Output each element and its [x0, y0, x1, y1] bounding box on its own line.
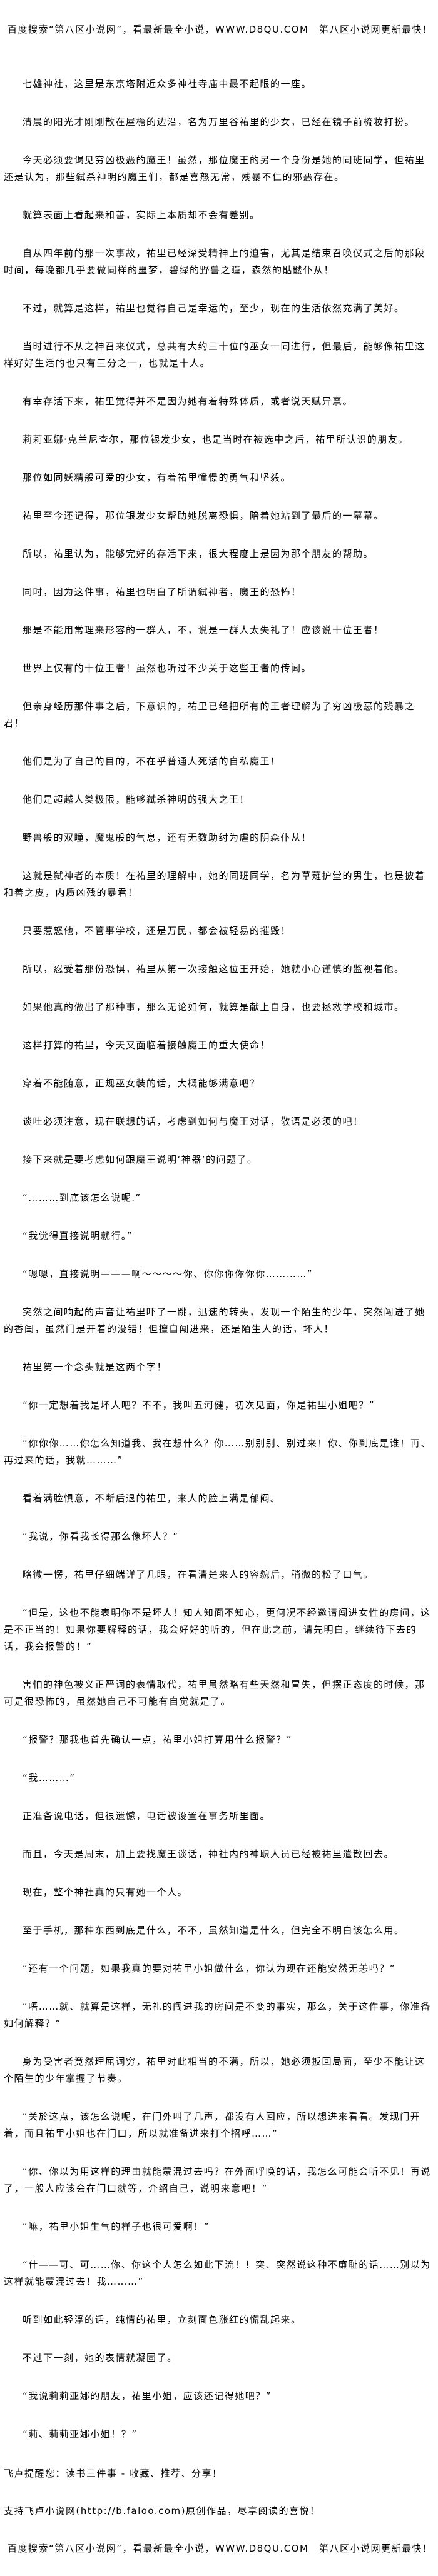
paragraph: 这就是弑神者的本质！在祐里的理解中，她的同班同学，名为草薙护堂的男生，也是披着和… [4, 870, 425, 898]
paragraph: 祐里第一个念头就是这两个字！ [23, 1361, 168, 1373]
paragraph: 不过，就算是这样，祐里也觉得自己是幸运的，至少，现在的生活依然充满了美好。 [23, 303, 405, 314]
paragraph: 正准备说电话，但很遗憾，电话被设置在事务所里面。 [23, 1810, 271, 1822]
paragraph: “还有一个问题，如果我真的要对祐里小姐做什么，你认为现在还能安然无恙吗？” [23, 1963, 396, 1974]
paragraph: 接下来就是要考虑如何跟魔王说明‘神器’的问题了。 [23, 1154, 258, 1165]
paragraph: 自从四年前的那一次事故，祐里已经深受精神上的迫害，尤其是结束召唤仪式之后的那段时… [4, 248, 425, 276]
paragraph: “唔……就、就算是这样，无礼的闯进我的房间是不变的事实，那么，关于这件事，你准备… [4, 2001, 431, 2029]
chapter-body: 七雄神社，这里是东京塔附近众多神社寺庙中最不起眼的一座。清晨的阳光才刚刚散在屋檐… [4, 76, 433, 2443]
paragraph: “你、你以为用这样的理由就能蒙混过去吗？在外面呼唤的话，我怎么可能会听不见！再说… [4, 2166, 431, 2194]
site-ad-banner-bottom: 百度搜索“第八区小说网”，看最新最全小说，WWW.D8QU.COM 第八区小说网… [8, 2543, 433, 2554]
paragraph: 有幸存活下来，祐里觉得并不是因为她有着特殊体质，或者说天赋异禀。 [23, 396, 354, 407]
paragraph: 至于手机，那种东西到底是什么，不不，虽然知道是什么，但完全不明白该怎么用。 [23, 1925, 405, 1936]
paragraph: 所以，祐里认为，能够完好的存活下来，很大程度上是因为那个朋友的帮助。 [23, 548, 374, 559]
paragraph: 他们是超越人类极限，能够弑杀神明的强大之王！ [23, 794, 250, 805]
paragraph: “你你你……你怎么知道我、我在想什么？你……别别别、别过来！你、你到底是谁！再、… [4, 1438, 431, 1466]
paragraph: “莉、莉莉亚娜小姐！？” [23, 2428, 138, 2440]
paragraph: 看着满脸惧意，不断后退的祐里，来人的脸上满是郁闷。 [23, 1493, 281, 1504]
paragraph: 现在，整个神社真的只有她一个人。 [23, 1887, 188, 1898]
paragraph: 所以，忍受着那份恐惧，祐里从第一次接触这位王开始，她就小心谨慎的监视着他。 [23, 963, 405, 975]
paragraph: “什——可、可……你、你这个人怎么如此下流！！突、突然说这种不廉耻的话……别以为… [4, 2259, 431, 2287]
paragraph: 七雄神社，这里是东京塔附近众多神社寺庙中最不起眼的一座。 [23, 78, 312, 89]
paragraph: 当时进行不从之神召来仪式，总共有大约三十位的巫女一同进行，但最后，能够像祐里这样… [4, 341, 425, 369]
paragraph: 同时，因为这件事，祐里也明白了所谓弑神者，魔王的恐怖！ [23, 586, 302, 598]
paragraph: 今天必须要谒见穷凶极恶的魔王！虽然，那位魔王的另一个身份是她的同班同学，但祐里还… [4, 154, 425, 183]
paragraph: “我觉得直接说明就行。” [23, 1230, 133, 1241]
paragraph: 那位如同妖精般可爱的少女，有着祐里憧憬的勇气和坚毅。 [23, 472, 292, 483]
paragraph: 害怕的神色被义正严词的表情取代，祐里虽然略有些天然和冒失，但摆正态度的时候，那可… [4, 1679, 425, 1707]
paragraph: 听到如此轻浮的话，纯情的祐里，立刻面色涨红的慌乱起来。 [23, 2314, 302, 2325]
site-ad-banner-top: 百度搜索“第八区小说网”，看最新最全小说，WWW.D8QU.COM 第八区小说网… [8, 24, 433, 35]
paragraph: 突然之间响起的声音让祐里吓了一跳，迅速的转头，发现一个陌生的少年，突然闯进了她的… [4, 1306, 425, 1335]
paragraph: 他们是为了自己的目的，不在乎普通人死活的自私魔王！ [23, 756, 281, 767]
paragraph: 世界上仅有的十位王者！虽然也听过不少关于这些王者的传闻。 [23, 663, 312, 674]
paragraph: “你一定想着我是坏人吧？不不，我叫五河健，初次见面，你是祐里小姐吧？” [23, 1400, 375, 1411]
paragraph: 身为受害者竟然理屈词穷，祐里对此相当的不满，所以，她必须扳回局面，至少不能让这个… [4, 2056, 425, 2084]
paragraph: 野兽般的双瞳，魔鬼般的气息，还有无数助纣为虐的阴森仆从！ [23, 832, 312, 843]
paragraph: “报警？那我也首先确认一点，祐里小姐打算用什么报警？” [23, 1734, 293, 1745]
paragraph: 祐里至今还记得，那位银发少女帮助她脱离恐惧，陪着她站到了最后的一幕幕。 [23, 510, 384, 521]
paragraph: 如果他真的做出了那种事，那么无论如何，就算是献上自身，也要拯救学校和城市。 [23, 1001, 405, 1013]
paragraph: “我说莉莉亚娜的朋友，祐里小姐，应该还记得她吧？” [23, 2390, 272, 2402]
paragraph: 略微一愣，祐里仔细端详了几眼，在看清楚来人的容貌后，稍微的松了口气。 [23, 1569, 374, 1580]
paragraph: 就算表面上看起来和善，实际上本质却不会有差别。 [23, 209, 260, 221]
paragraph: “嗯嗯，直接说明———啊～～～～你、你你你你你你…………” [23, 1268, 313, 1280]
paragraph: 但亲身经历那件事之后，下意识的，祐里已经把所有的王者理解为了穷凶极恶的残暴之君！ [4, 701, 415, 729]
paragraph: 清晨的阳光才刚刚散在屋檐的边沿，名为万里谷祐里的少女，已经在镜子前梳妆打扮。 [23, 116, 415, 128]
paragraph: 而且，今天是周末，加上要找魔王谈话，神社内的神职人员已经被祐里遣散回去。 [23, 1848, 395, 1860]
paragraph: 穿着不能随意，正规巫女装的话，大概能够满意吧？ [23, 1078, 260, 1089]
paragraph: 不过下一刻，她的表情就凝固了。 [23, 2352, 178, 2363]
paragraph: 只要惹怒他，不管事学校，还是万民，都会被轻易的摧毁！ [23, 925, 292, 936]
paragraph: 那是不能用常理来形容的一群人，不，说是一群人太失礼了！应该说十位王者！ [23, 624, 384, 636]
paragraph: “我………” [23, 1772, 76, 1783]
paragraph: 谈吐必须注意，现在联想的话，考虑到如何与魔王对话，敬语是必须的吧！ [23, 1116, 364, 1127]
support-text: 支持飞卢小说网(http://b.faloo.com)原创作品，尽享阅读的喜悦！ [4, 2505, 320, 2517]
paragraph: “但是，这也不能表明你不是坏人！知人知面不知心，更何况不经邀请闯进女性的房间，这… [4, 1607, 431, 1652]
paragraph: “我说，你看我长得那么像坏人？” [23, 1531, 179, 1542]
paragraph: “嘛，祐里小姐生气的样子也很可爱啊！” [23, 2221, 210, 2232]
paragraph: “………到底该怎么说呢.” [23, 1192, 141, 1203]
paragraph: 这样打算的祐里，今天又面临着接触魔王的重大使命！ [23, 1040, 271, 1051]
reminder-text: 飞卢提醒您：读书三件事 - 收藏、推荐、分享！ [4, 2468, 223, 2479]
paragraph: 莉莉亚娜·克兰尼查尔，那位银发少女，也是当时在被选中之后，祐里所认识的朋友。 [23, 434, 409, 445]
paragraph: “关於这点，该怎么说呢，在门外叫了几声，都没有人回应，所以想进来看看。发现门开着… [4, 2111, 421, 2139]
